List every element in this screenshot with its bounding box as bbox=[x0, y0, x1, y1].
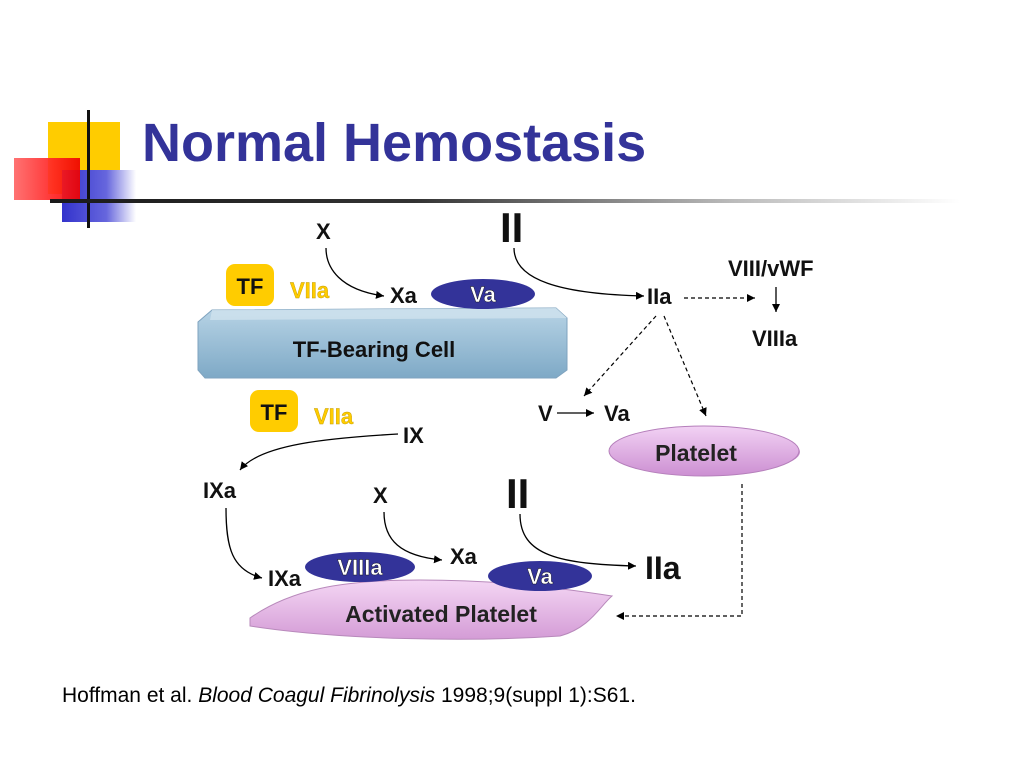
ix-label: IX bbox=[403, 423, 424, 448]
citation-authors: Hoffman et al. bbox=[62, 684, 199, 707]
tf-box-middle: TF bbox=[250, 390, 298, 432]
arrow-ixa-to-ixa-bottom bbox=[225, 507, 263, 580]
arrow-x-to-xa-top bbox=[325, 247, 385, 299]
arrow-x-to-xa-bottom bbox=[383, 511, 443, 564]
arrow-platelet-to-activated-dashed bbox=[616, 484, 743, 620]
viiia-label-top: VIIIa bbox=[752, 326, 798, 351]
viia-label-top: VIIa bbox=[290, 278, 330, 303]
viiia-oval bbox=[305, 552, 415, 582]
va-oval-bottom bbox=[488, 561, 592, 591]
iia-label-top: IIa bbox=[647, 284, 672, 309]
va-label-bottom: Va bbox=[527, 564, 553, 589]
ixa-label-bottom: IXa bbox=[268, 566, 302, 591]
activated-platelet: Activated Platelet bbox=[249, 579, 614, 640]
va-oval-top bbox=[431, 279, 535, 309]
platelet: Platelet bbox=[608, 425, 800, 477]
citation-details: 1998;9(suppl 1):S61. bbox=[435, 684, 636, 707]
title-underline bbox=[50, 199, 960, 203]
tf-bearing-cell-label: TF-Bearing Cell bbox=[293, 337, 456, 362]
iia-label-bottom: IIa bbox=[645, 550, 681, 586]
arrow-ii-to-iia-top bbox=[513, 247, 645, 300]
citation-journal: Blood Coagul Fibrinolysis bbox=[198, 684, 436, 707]
viiia-label-bottom: VIIIa bbox=[337, 555, 383, 580]
tf-bearing-cell: TF-Bearing Cell bbox=[197, 307, 568, 379]
viia-label-middle: VIIa bbox=[314, 404, 354, 429]
ii-label-bottom: II bbox=[506, 470, 529, 517]
ixa-label-left: IXa bbox=[203, 478, 237, 503]
arrow-ii-to-iia-bottom bbox=[519, 513, 637, 570]
v-label: V bbox=[538, 401, 553, 426]
x-label-bottom: X bbox=[373, 483, 388, 508]
page-title: Normal Hemostasis bbox=[142, 113, 647, 173]
ii-label-top: II bbox=[500, 204, 523, 251]
deco-red-square bbox=[14, 158, 80, 200]
tf-box-top: TF bbox=[226, 264, 274, 306]
xa-label-bottom: Xa bbox=[450, 544, 478, 569]
activated-platelet-label: Activated Platelet bbox=[345, 601, 537, 627]
platelet-label: Platelet bbox=[655, 440, 737, 466]
tf-label-middle: TF bbox=[261, 400, 288, 425]
va-label-middle: Va bbox=[604, 401, 630, 426]
xa-label-top: Xa bbox=[390, 283, 418, 308]
arrow-ix-to-ixa bbox=[239, 433, 399, 471]
x-label-top: X bbox=[316, 219, 331, 244]
tf-label-top: TF bbox=[237, 274, 264, 299]
citation: Hoffman et al. Blood Coagul Fibrinolysis… bbox=[62, 684, 636, 708]
viii-vwf-label: VIII/vWF bbox=[728, 256, 814, 281]
deco-vertical-line bbox=[87, 110, 90, 228]
arrow-iia-to-va-dashed bbox=[583, 315, 657, 397]
va-label-top: Va bbox=[470, 282, 496, 307]
arrow-iia-to-platelet-dashed bbox=[663, 315, 707, 417]
